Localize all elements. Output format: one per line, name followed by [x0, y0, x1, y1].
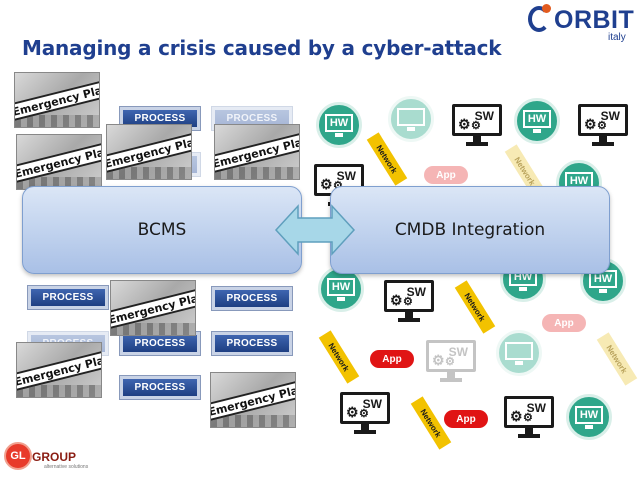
network-tag: Network	[454, 280, 496, 334]
hw-icon: HW	[566, 394, 612, 440]
gl-logo-mark: GL	[4, 442, 32, 470]
network-tag: Network	[318, 330, 360, 384]
cmdb-integration-bar: CMDB Integration	[330, 186, 610, 274]
emergency-plan-image: Emergency Plan	[14, 72, 100, 128]
process-label: PROCESS	[42, 292, 94, 303]
emergency-plan-image: Emergency Plan	[16, 342, 102, 398]
hw-label: HW	[523, 110, 551, 133]
orbit-logo: ORBIT italy	[528, 4, 634, 44]
hw-icon	[496, 330, 542, 376]
gl-logo-sub: alternative solutions	[44, 464, 89, 470]
hw-icon: HW	[316, 102, 362, 148]
sw-monitor-icon: SW⚙⚙	[340, 392, 390, 436]
app-badge: App	[444, 410, 488, 428]
sw-label: SW	[336, 169, 356, 183]
sw-label: SW	[474, 109, 494, 123]
hw-label: HW	[327, 278, 355, 301]
emergency-plan-image: Emergency Plan	[106, 124, 192, 180]
emergency-plan-image: Emergency Plan	[210, 372, 296, 428]
network-tag: Network	[366, 132, 408, 186]
sw-monitor-icon: SW⚙⚙	[578, 104, 628, 148]
process-label: PROCESS	[226, 293, 278, 304]
process-label: PROCESS	[134, 338, 186, 349]
slide-title: Managing a crisis caused by a cyber-atta…	[22, 36, 502, 60]
hw-icon	[388, 96, 434, 142]
process-label: PROCESS	[226, 113, 278, 124]
emergency-plan-image: Emergency Plan	[214, 124, 300, 180]
sw-monitor-icon: SW⚙⚙	[452, 104, 502, 148]
hw-label: HW	[575, 406, 603, 429]
hw-icon: HW	[514, 98, 560, 144]
sw-monitor-icon: SW⚙⚙	[426, 340, 476, 384]
bcms-bar: BCMS	[22, 186, 302, 274]
bcms-label: BCMS	[137, 220, 187, 240]
sw-label: SW	[448, 345, 468, 359]
app-badge: App	[542, 314, 586, 332]
orbit-ring-icon	[528, 6, 550, 32]
gl-group-logo: GL GROUP alternative solutions	[4, 440, 104, 476]
orbit-logo-word: ORBIT	[554, 6, 635, 34]
gl-logo-word: GROUP	[32, 450, 77, 464]
process-box: PROCESS	[119, 375, 201, 400]
sw-label: SW	[526, 401, 546, 415]
sw-label: SW	[600, 109, 620, 123]
process-box: PROCESS	[211, 331, 293, 356]
sw-label: SW	[362, 397, 382, 411]
network-tag: Network	[596, 332, 638, 386]
app-badge: App	[370, 350, 414, 368]
double-arrow-icon	[274, 204, 356, 256]
orbit-logo-sub: italy	[608, 32, 626, 43]
emergency-plan-image: Emergency Plan	[110, 280, 196, 336]
process-label: PROCESS	[226, 338, 278, 349]
process-box: PROCESS	[211, 286, 293, 311]
emergency-plan-image: Emergency Plan	[16, 134, 102, 190]
sw-monitor-icon: SW⚙⚙	[384, 280, 434, 324]
process-label: PROCESS	[134, 113, 186, 124]
process-box: PROCESS	[27, 285, 109, 310]
sw-monitor-icon: SW⚙⚙	[504, 396, 554, 440]
hw-label: HW	[325, 114, 353, 137]
sw-label: SW	[406, 285, 426, 299]
app-badge: App	[424, 166, 468, 184]
orbit-dot-icon	[542, 4, 551, 13]
cmdb-integration-label: CMDB Integration	[394, 220, 546, 240]
process-label: PROCESS	[134, 382, 186, 393]
